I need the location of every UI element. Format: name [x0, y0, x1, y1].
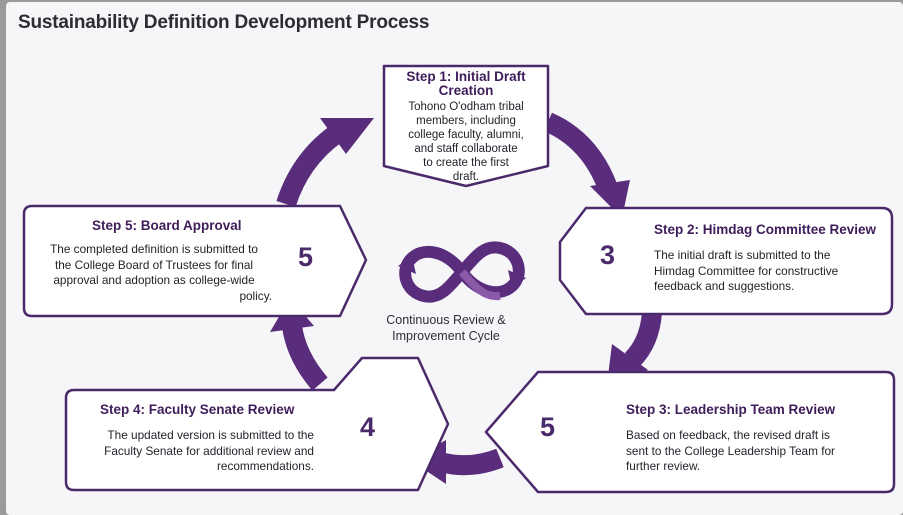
center-label-line2: Improvement Cycle [392, 329, 500, 343]
step-5-card: 5 Step 5: Board Approval The completed d… [20, 202, 370, 320]
step-1-shape [382, 64, 550, 188]
step-4-card: 4 Step 4: Faculty Senate Review The upda… [62, 354, 452, 494]
step-5-number: 5 [298, 242, 314, 272]
step-5-heading: Step 5: Board Approval [92, 218, 242, 233]
step-4-body-line: Faculty Senate for additional review and [104, 443, 314, 458]
step-1-body-line: draft. [452, 171, 480, 183]
step-2-card: 3 Step 2: Himdag Committee Review The in… [556, 204, 896, 318]
step-3-shape [484, 370, 896, 494]
step-2-shape [558, 206, 894, 316]
step-2-body-line: feedback and suggestions. [654, 279, 795, 293]
step-1-heading-line1: Step 1: Initial Draft [406, 69, 526, 84]
step-4-body-line: recommendations. [216, 459, 314, 473]
step-5-body-line: the College Board of Trustees for final [54, 257, 254, 272]
step-1-card: Step 1: Initial Draft Creation Tohono O'… [380, 62, 552, 190]
step-4-body: The updated version is submitted to the … [72, 428, 314, 475]
step-2-number: 3 [600, 240, 616, 270]
step-4-number: 4 [360, 412, 376, 442]
step-1-heading: Step 1: Initial Draft Creation [380, 70, 552, 98]
step-3-heading: Step 3: Leadership Team Review [626, 402, 836, 417]
step-2-heading: Step 2: Himdag Committee Review [654, 222, 877, 237]
step-1-body-line: to create the first [423, 157, 509, 169]
center-label: Continuous Review & Improvement Cycle [356, 312, 536, 344]
step-3-number: 5 [540, 412, 556, 442]
step-3-body-line: Based on feedback, the revised draft is [626, 428, 830, 442]
infinity-cycle-icon [398, 241, 526, 303]
step-3-card: 5 Step 3: Leadership Team Review Based o… [482, 368, 898, 496]
step-2-body-line: Himdag Committee for constructive [654, 263, 839, 278]
step-4-shape [64, 356, 450, 492]
step-5-body-line: The completed definition is submitted to [50, 242, 258, 256]
step-4-body-line: The updated version is submitted to the [107, 428, 314, 442]
diagram-title: Sustainability Definition Development Pr… [18, 12, 430, 33]
step-1-body-line: Tohono O'odham tribal [408, 101, 524, 113]
step-3-body: Based on feedback, the revised draft is … [626, 428, 835, 475]
step-1-body-line: and staff collaborate [414, 143, 518, 155]
arrow-step5-to-step1 [276, 118, 374, 208]
step-3-body-line: further review. [626, 459, 701, 473]
step-5-body-line: approval and adoption as college-wide [53, 273, 255, 287]
step-1-body-line: college faculty, alumni, [408, 129, 524, 141]
step-3-body-line: sent to the College Leadership Team for [626, 443, 835, 458]
step-1-body-line: members, including [416, 115, 516, 127]
step-5-body-line: policy. [239, 288, 272, 303]
step-2-body: The initial draft is submitted to the Hi… [654, 248, 838, 295]
step-5-body: The completed definition is submitted to… [30, 242, 278, 304]
step-2-body-line: The initial draft is submitted to the [654, 248, 831, 262]
step-5-shape [22, 204, 368, 318]
center-label-line1: Continuous Review & [386, 313, 506, 327]
step-1-body: Tohono O'odham tribal members, including… [380, 100, 552, 184]
step-1-heading-line2: Creation [438, 83, 494, 98]
step-4-heading: Step 4: Faculty Senate Review [100, 402, 295, 417]
